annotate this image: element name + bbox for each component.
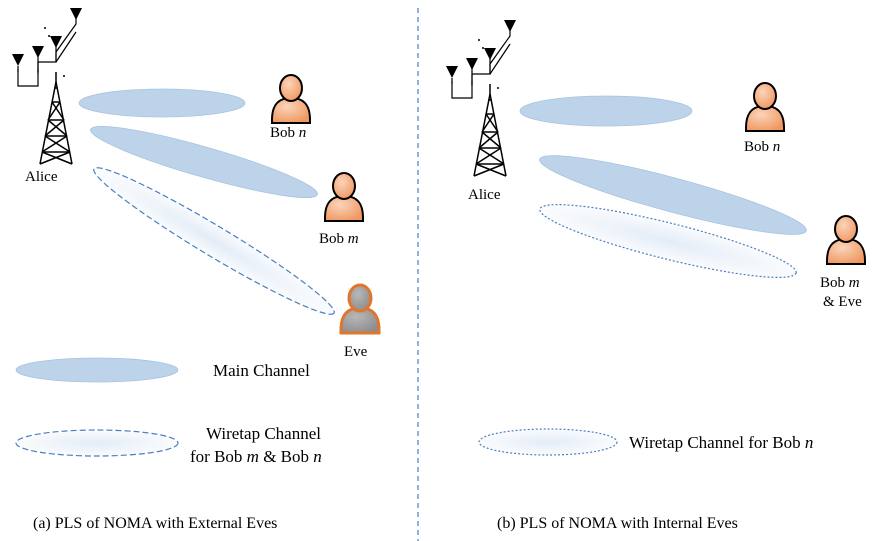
legend-wiretap-label: Wiretap Channel for Bob n: [629, 433, 813, 452]
legend-wiretap-swatch: [478, 428, 618, 456]
bob-n-label: Bob n: [744, 139, 780, 155]
eve-label: Eve: [344, 344, 368, 360]
legend-wiretap-label-line2: for Bob m & Bob n: [190, 447, 322, 466]
bob-m-label: Bob m: [319, 231, 359, 247]
wiretap-channel-eve: [93, 167, 335, 315]
bob-m-eve-label-line2: & Eve: [823, 294, 862, 310]
main-channel-bob-m: [90, 126, 318, 198]
alice-label: Alice: [468, 187, 501, 203]
wiretap-channel-bob-n: [539, 204, 797, 278]
legend-wiretap-swatch: [15, 429, 179, 457]
main-channel-bob-m: [539, 155, 807, 235]
legend-wiretap-label-line1: Wiretap Channel: [206, 424, 321, 443]
caption-b: (b) PLS of NOMA with Internal Eves: [497, 515, 738, 532]
bob-n-label: Bob n: [270, 125, 306, 141]
user-icon: [271, 74, 311, 124]
antenna-tower-icon: [445, 19, 517, 177]
legend-main-channel-label: Main Channel: [213, 361, 310, 380]
user-icon: [826, 215, 866, 265]
antenna-tower-icon: [11, 7, 83, 165]
caption-a: (a) PLS of NOMA with External Eves: [33, 515, 277, 532]
panel-a: Alice Bob n Bob m Eve Main Channel Wiret…: [11, 7, 381, 532]
eavesdropper-icon: [339, 283, 381, 335]
user-icon: [745, 82, 785, 132]
user-icon: [324, 172, 364, 222]
main-channel-bob-n: [78, 88, 246, 118]
bob-m-eve-label-line1: Bob m: [820, 275, 860, 291]
alice-label: Alice: [25, 169, 58, 185]
main-channel-bob-n: [519, 95, 693, 127]
legend-main-channel-swatch: [15, 357, 179, 383]
panel-b: Alice Bob n Bob m & Eve Wiretap Channel …: [445, 19, 866, 532]
